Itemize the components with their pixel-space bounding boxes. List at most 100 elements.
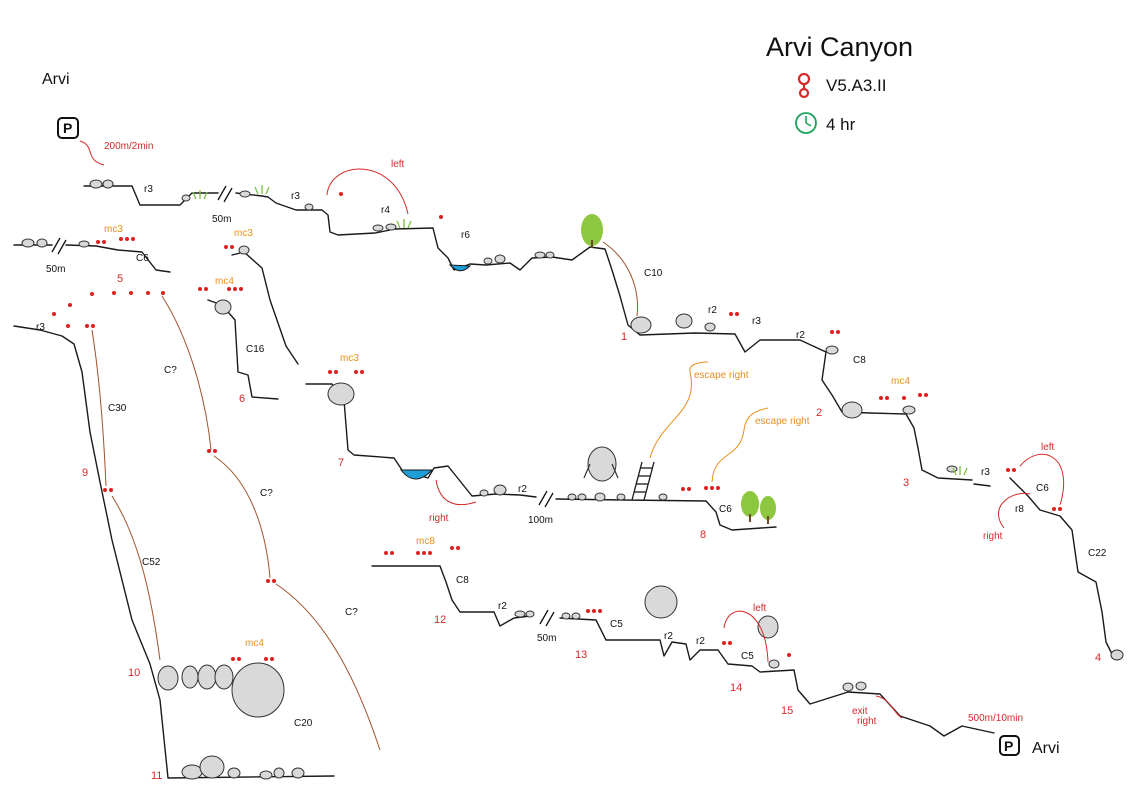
label-c6-a: C6 bbox=[1036, 483, 1049, 494]
rope-icon bbox=[797, 72, 811, 99]
anchor-15: 15 bbox=[781, 705, 793, 717]
label-r2-d: r2 bbox=[498, 601, 507, 612]
label-mc3-c: mc3 bbox=[340, 353, 359, 364]
approach-arrow bbox=[79, 140, 105, 166]
anchor-10: 10 bbox=[128, 667, 140, 679]
distance-50m-c: 50m bbox=[537, 633, 556, 644]
ladder-icon bbox=[631, 461, 655, 501]
arrow-c52 bbox=[111, 495, 161, 661]
label-r2-c: r2 bbox=[518, 484, 527, 495]
label-r3-c: r3 bbox=[752, 316, 761, 327]
label-r2-f: r2 bbox=[696, 636, 705, 647]
clock-icon bbox=[795, 112, 817, 134]
canyon-duration: 4 hr bbox=[826, 115, 856, 134]
label-exit-right: right bbox=[857, 716, 877, 727]
arrow-c-unknown-b bbox=[213, 455, 271, 579]
canyon-title: Arvi Canyon bbox=[766, 32, 913, 62]
label-mc4-a: mc4 bbox=[891, 376, 910, 387]
label-c22: C22 bbox=[1088, 548, 1107, 559]
profile-bottom bbox=[371, 565, 995, 737]
label-left-3: left bbox=[753, 603, 767, 614]
bolt-anchors bbox=[52, 192, 1062, 661]
arrow-c30 bbox=[91, 329, 107, 487]
label-mc4-b: mc4 bbox=[215, 276, 234, 287]
distance-50m-b: 50m bbox=[46, 264, 65, 275]
anchor-6: 6 bbox=[239, 393, 245, 405]
label-escape-right-1: escape right bbox=[694, 370, 749, 381]
label-mc8: mc8 bbox=[416, 536, 435, 547]
label-r3-e: r3 bbox=[36, 322, 45, 333]
label-r2-a: r2 bbox=[708, 305, 717, 316]
arrow-escape-right-1 bbox=[649, 361, 709, 459]
parking-icon-end: P bbox=[999, 735, 1020, 756]
label-mc3-a: mc3 bbox=[104, 224, 123, 235]
arrow-c-unknown-a bbox=[161, 295, 212, 451]
start-place: Arvi bbox=[42, 71, 70, 88]
anchor-8: 8 bbox=[700, 529, 706, 541]
label-escape-right-2: escape right bbox=[755, 416, 810, 427]
anchor-3: 3 bbox=[903, 477, 909, 489]
label-left-1: left bbox=[391, 159, 405, 170]
anchor-12: 12 bbox=[434, 614, 446, 626]
label-c6-b: C6 bbox=[136, 253, 149, 264]
arrow-left-1 bbox=[326, 168, 409, 215]
label-c8-a: C8 bbox=[853, 355, 866, 366]
arrow-exit bbox=[875, 695, 903, 719]
grass-icon bbox=[192, 185, 968, 476]
label-r3-b: r3 bbox=[291, 191, 300, 202]
label-r3-d: r3 bbox=[981, 467, 990, 478]
label-r4: r4 bbox=[381, 205, 390, 216]
arrow-right-2 bbox=[435, 479, 477, 506]
label-c-unknown-a: C? bbox=[164, 365, 177, 376]
anchor-1: 1 bbox=[621, 331, 627, 343]
anchor-4: 4 bbox=[1095, 652, 1101, 664]
label-c8-b: C8 bbox=[456, 575, 469, 586]
label-c5-a: C5 bbox=[610, 619, 623, 630]
label-c30: C30 bbox=[108, 403, 127, 414]
approach-text: 200m/2min bbox=[104, 141, 153, 152]
profile-top bbox=[83, 179, 1124, 661]
anchor-9: 9 bbox=[82, 467, 88, 479]
anchor-7: 7 bbox=[338, 457, 344, 469]
tree-icon bbox=[581, 214, 776, 524]
label-right-2: right bbox=[429, 513, 449, 524]
label-c-unknown-c: C? bbox=[345, 607, 358, 618]
canyon-grade: V5.A3.II bbox=[826, 76, 886, 95]
end-place: Arvi bbox=[1032, 740, 1060, 757]
label-r6: r6 bbox=[461, 230, 470, 241]
svg-text:P: P bbox=[63, 120, 72, 136]
distance-50m-a: 50m bbox=[212, 214, 231, 225]
label-c10: C10 bbox=[644, 268, 663, 279]
arrow-right-1 bbox=[998, 492, 1031, 529]
profile-left bbox=[13, 237, 335, 780]
profile-middle bbox=[305, 382, 777, 531]
label-mc4-c: mc4 bbox=[245, 638, 264, 649]
label-exit: exit bbox=[852, 706, 868, 717]
arrow-left-2 bbox=[1019, 453, 1065, 506]
anchor-14: 14 bbox=[730, 682, 742, 694]
distance-100m: 100m bbox=[528, 515, 553, 526]
arrow-escape-right-2 bbox=[711, 407, 769, 483]
label-c16: C16 bbox=[246, 344, 265, 355]
label-c6-c: C6 bbox=[719, 504, 732, 515]
anchor-2: 2 bbox=[816, 407, 822, 419]
svg-text:P: P bbox=[1004, 738, 1013, 754]
label-c5-b: C5 bbox=[741, 651, 754, 662]
label-r2-b: r2 bbox=[796, 330, 805, 341]
label-c20: C20 bbox=[294, 718, 313, 729]
arrow-c10 bbox=[602, 241, 639, 317]
parking-icon: P bbox=[57, 117, 79, 139]
label-mc3-b: mc3 bbox=[234, 228, 253, 239]
label-r2-e: r2 bbox=[664, 631, 673, 642]
label-c-unknown-b: C? bbox=[260, 488, 273, 499]
arrow-left-3 bbox=[723, 610, 769, 663]
label-right-1: right bbox=[983, 531, 1003, 542]
label-left-2: left bbox=[1041, 442, 1055, 453]
label-r3-a: r3 bbox=[144, 184, 153, 195]
label-r8: r8 bbox=[1015, 504, 1024, 515]
anchor-11: 11 bbox=[151, 770, 162, 782]
arrow-c-unknown-c bbox=[275, 583, 381, 751]
anchor-13: 13 bbox=[575, 649, 587, 661]
anchor-5: 5 bbox=[117, 273, 123, 285]
